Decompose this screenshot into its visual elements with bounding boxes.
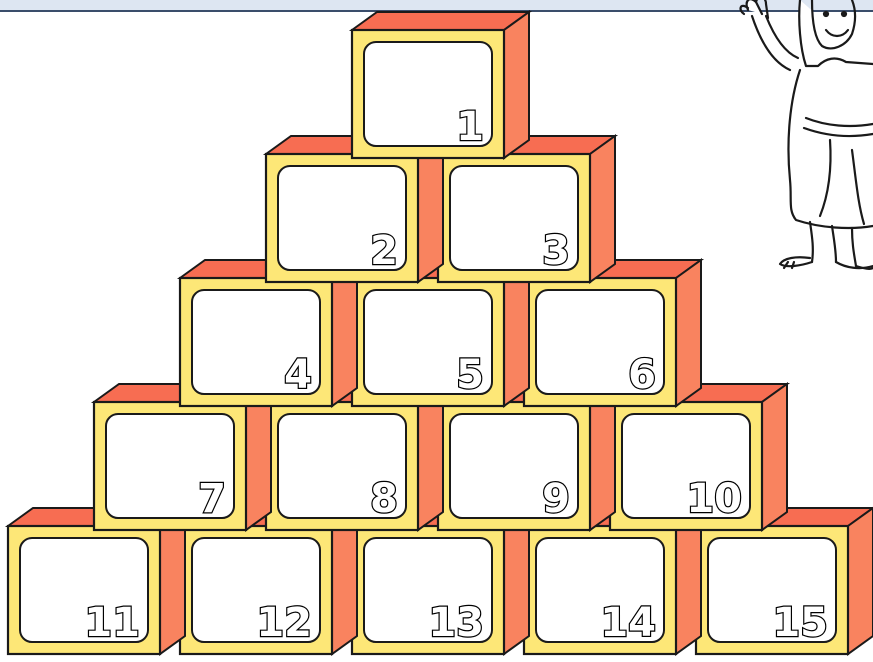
block-number: 3 [542, 228, 570, 274]
block-number: 8 [370, 476, 398, 522]
block-number: 15 [772, 600, 828, 646]
block-number: 13 [428, 600, 484, 646]
block-number: 1 [456, 104, 484, 150]
block-top-face [352, 12, 529, 30]
block-number: 14 [600, 600, 656, 646]
block-side-face [848, 508, 873, 654]
block-number: 2 [370, 228, 398, 274]
block-side-face [590, 136, 615, 282]
block-number: 7 [198, 476, 226, 522]
block-number: 12 [256, 600, 312, 646]
block-number: 6 [628, 352, 656, 398]
block-side-face [676, 260, 701, 406]
block-number: 10 [686, 476, 742, 522]
block-number: 5 [456, 352, 484, 398]
block-side-face [762, 384, 787, 530]
block-number: 4 [284, 352, 312, 398]
block-number: 11 [84, 600, 140, 646]
block-number: 9 [542, 476, 570, 522]
block-side-face [504, 12, 529, 158]
block-1: 1 [352, 12, 529, 158]
